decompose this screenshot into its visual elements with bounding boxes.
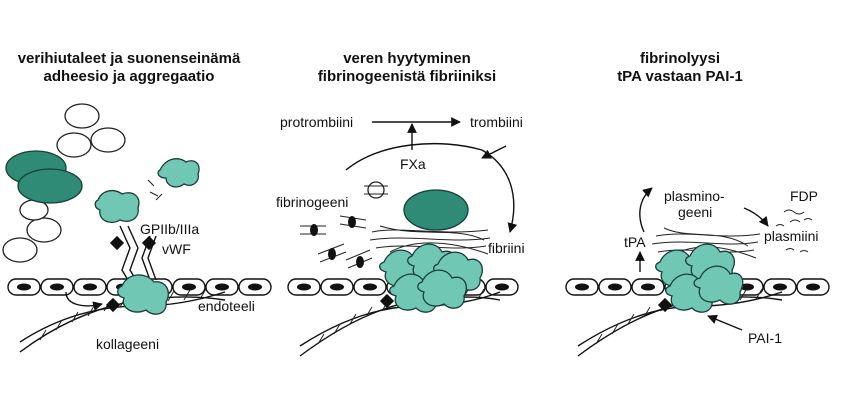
cell-nucleus — [215, 283, 229, 291]
label-gpiib-iiia: GPIIb/IIIa — [140, 221, 200, 237]
resting-platelets — [2, 103, 126, 263]
label-protrombiini: protrombiini — [280, 114, 354, 130]
label-endoteeli: endoteeli — [198, 298, 255, 314]
cell-nucleus — [17, 283, 31, 291]
label-fibriini: fibriini — [488, 240, 525, 256]
cell-nucleus — [773, 283, 787, 291]
platelet-aggregate-middle — [379, 243, 483, 313]
label-vwf: vWF — [162, 241, 191, 257]
adhering-platelet — [65, 274, 169, 315]
label-kollageeni: kollageeni — [96, 336, 160, 352]
thrombin-arrows — [345, 117, 518, 233]
panel-3-title-line1: fibrinolyysi — [639, 50, 721, 67]
activated-platelet-upper — [147, 158, 200, 201]
panel-3-title-line2: tPA vastaan PAI-1 — [617, 68, 743, 85]
panel-2-title-line2: fibrinogeenistä fibriiniksi — [317, 68, 497, 85]
cell-nucleus — [575, 283, 589, 291]
panel-2-title-line1: veren hyytyminen — [343, 50, 471, 67]
label-fxa: FXa — [400, 156, 426, 172]
cell-nucleus — [806, 283, 820, 291]
panel-1-title-line2: adheesio ja aggregaatio — [43, 68, 215, 85]
cell-nucleus — [330, 283, 344, 291]
label-fibrinogeeni: fibrinogeeni — [276, 194, 349, 210]
red-blood-cell-clot — [403, 189, 469, 231]
label-pai-1: PAI-1 — [748, 330, 782, 346]
cell-nucleus — [608, 283, 622, 291]
label-plasminogeeni-2: geeni — [678, 204, 713, 220]
label-fdp: FDP — [790, 188, 818, 204]
red-blood-cells — [5, 150, 83, 204]
fdp-fragments — [775, 209, 813, 253]
cell-nucleus — [83, 283, 97, 291]
label-plasmiini: plasmiini — [764, 228, 819, 244]
fibrinogen-molecules — [300, 181, 388, 269]
label-trombiini: trombiini — [470, 114, 523, 130]
cell-nucleus — [740, 283, 754, 291]
panel-3-title: fibrinolyysi tPA vastaan PAI-1 — [600, 50, 760, 86]
fibrinolysis-arrows — [635, 187, 769, 331]
cell-nucleus — [641, 283, 655, 291]
cell-nucleus — [248, 283, 262, 291]
label-plasminogeeni-1: plasmino- — [664, 188, 725, 204]
platelet-aggregate-right — [655, 243, 744, 313]
cell-nucleus — [495, 283, 509, 291]
cell-nucleus — [50, 283, 64, 291]
cell-nucleus — [297, 283, 311, 291]
platelet-with-gpiib — [94, 189, 140, 224]
cell-nucleus — [182, 283, 196, 291]
label-tpa: tPA — [624, 234, 646, 250]
cell-nucleus — [363, 283, 377, 291]
panel-2-title: veren hyytyminen fibrinogeenistä fibriin… — [292, 50, 522, 86]
panel-1-title-line1: verihiutaleet ja suonenseinämä — [17, 50, 241, 67]
panel-1-title: verihiutaleet ja suonenseinämä adheesio … — [0, 50, 258, 86]
